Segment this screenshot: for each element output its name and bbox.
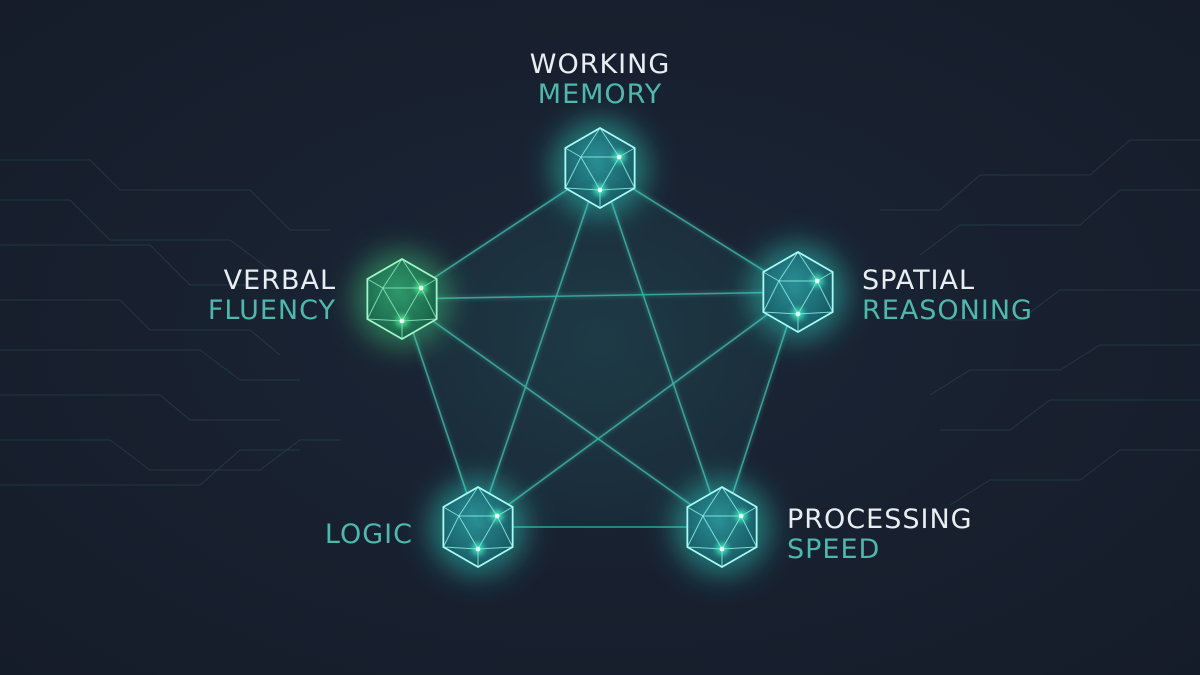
circuit-trace (0, 449, 300, 486)
icosahedron-icon (750, 244, 846, 340)
label-working-memory-line1: WORKING (529, 49, 671, 80)
icosahedron-icon (430, 479, 526, 575)
label-logic: LOGIC (300, 520, 413, 550)
node-layer (354, 120, 846, 575)
circuit-trace (0, 349, 300, 381)
label-processing-speed-line2: SPEED (787, 534, 881, 565)
circuit-trace (949, 449, 1200, 506)
connection-line (401, 298, 723, 528)
circuit-trace (880, 139, 1200, 211)
circuit-trace (0, 159, 330, 231)
circuit-traces (0, 139, 1200, 506)
label-verbal-fluency: VERBAL FLUENCY (170, 266, 336, 326)
circuit-trace (0, 439, 340, 471)
connection-line (477, 291, 799, 528)
icosahedron-icon (674, 479, 770, 575)
icosahedron-icon (552, 120, 648, 216)
label-working-memory-line2: MEMORY (537, 79, 663, 110)
label-logic-text: LOGIC (324, 519, 413, 550)
connection-line (599, 167, 723, 528)
label-spatial-reasoning: SPATIAL REASONING (862, 266, 1033, 326)
circuit-trace (0, 199, 271, 271)
label-spatial-reasoning-line1: SPATIAL (862, 265, 976, 296)
circuit-trace (940, 399, 1200, 431)
connection-line (477, 167, 601, 528)
circuit-trace (0, 394, 280, 421)
label-processing-speed-line1: PROCESSING (787, 504, 973, 535)
connection-network (400, 166, 800, 529)
circuit-trace (929, 344, 1200, 396)
label-verbal-fluency-line1: VERBAL (223, 265, 336, 296)
pentagon-fill (402, 168, 798, 527)
label-verbal-fluency-line2: FLUENCY (207, 295, 336, 326)
circuit-trace (0, 299, 281, 356)
icosahedron-icon (354, 251, 450, 347)
circuit-trace (919, 189, 1200, 256)
circuit-trace (0, 244, 260, 286)
label-spatial-reasoning-line2: REASONING (862, 295, 1033, 326)
label-processing-speed: PROCESSING SPEED (787, 505, 973, 565)
connection-line (401, 291, 799, 300)
label-working-memory: WORKING MEMORY (520, 50, 680, 110)
